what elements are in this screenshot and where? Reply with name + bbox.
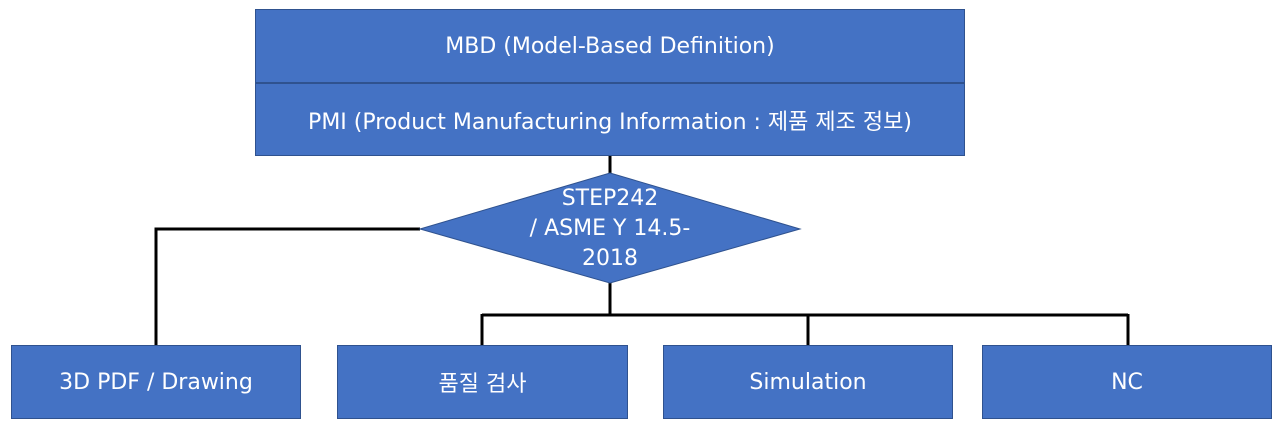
pdf-drawing-box: 3D PDF / Drawing <box>11 345 301 419</box>
decision-label: STEP242 / ASME Y 14.5- 2018 <box>500 184 720 274</box>
decision-diamond <box>418 172 802 284</box>
simulation-box: Simulation <box>663 345 953 419</box>
nc-label: NC <box>1111 369 1143 395</box>
decision-line-1: STEP242 <box>561 186 659 211</box>
quality-inspection-label: 품질 검사 <box>438 372 527 397</box>
decision-line-3: 2018 <box>582 246 638 271</box>
mbd-label: MBD (Model-Based Definition) <box>445 33 775 59</box>
mbd-box: MBD (Model-Based Definition) <box>255 9 965 83</box>
pmi-box: PMI (Product Manufacturing Information :… <box>255 83 965 156</box>
simulation-label: Simulation <box>749 369 867 395</box>
nc-box: NC <box>982 345 1272 419</box>
pdf-drawing-label: 3D PDF / Drawing <box>59 369 253 395</box>
pmi-label: PMI (Product Manufacturing Information :… <box>308 109 912 135</box>
connector-diamond-to-pdf <box>154 227 420 345</box>
decision-line-2: / ASME Y 14.5- <box>529 216 691 241</box>
quality-inspection-box: 품질 검사 <box>337 345 628 419</box>
mbd-pmi-group: MBD (Model-Based Definition) PMI (Produc… <box>255 9 965 156</box>
